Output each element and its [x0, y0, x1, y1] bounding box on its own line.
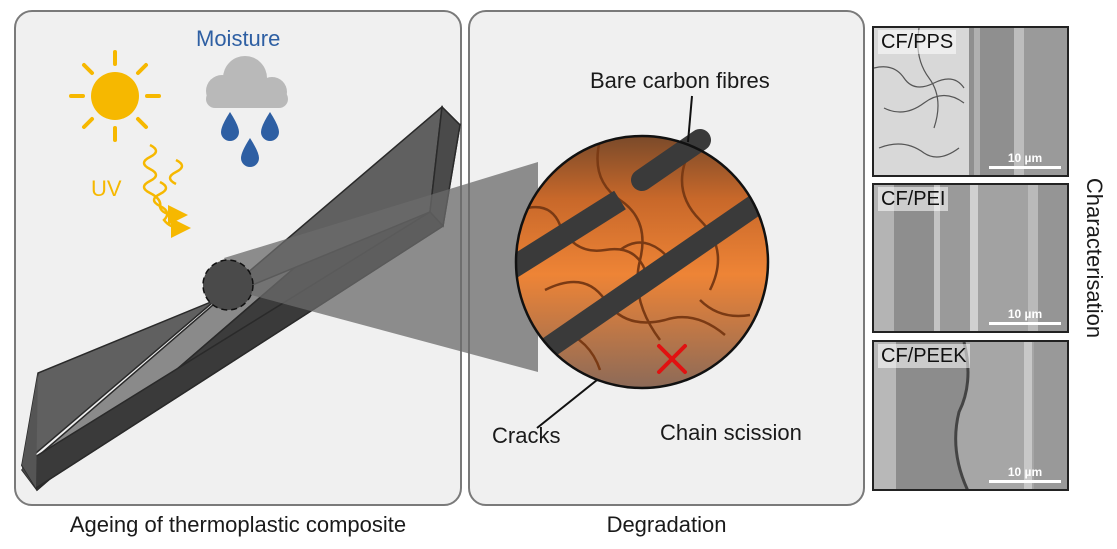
sem-label-peek: CF/PEEK: [878, 344, 970, 368]
chain-scission-label: Chain scission: [660, 420, 802, 445]
sem-label-pps: CF/PPS: [878, 30, 957, 54]
sem-image-pps: CF/PPS 10 µm: [872, 26, 1069, 177]
scale-text-pps: 10 µm: [1007, 151, 1043, 165]
scale-bar-pei: 10 µm: [989, 307, 1061, 325]
sem-label-pei: CF/PEI: [878, 187, 949, 211]
ageing-caption: Ageing of thermoplastic composite: [69, 512, 407, 537]
scale-bar-peek: 10 µm: [989, 465, 1061, 483]
sem-image-pei: CF/PEI 10 µm: [872, 183, 1069, 333]
moisture-label: Moisture: [196, 26, 281, 51]
cloud-icon: [206, 56, 288, 108]
uv-label: UV: [91, 176, 122, 201]
cracks-leader: [536, 379, 598, 429]
degradation-caption: Degradation: [606, 512, 727, 537]
magnified-region: [514, 129, 770, 390]
scale-text-pei: 10 µm: [1007, 307, 1043, 321]
bare-fibres-label: Bare carbon fibres: [590, 68, 770, 93]
bare-fibres-leader: [687, 95, 693, 143]
scale-text-peek: 10 µm: [1007, 465, 1043, 479]
scission-x-icon: [657, 344, 687, 374]
characterisation-label: Characterisation: [1082, 177, 1107, 339]
scale-bar-pps: 10 µm: [989, 151, 1061, 169]
cracks-label: Cracks: [492, 423, 561, 448]
sem-image-peek: CF/PEEK 10 µm: [872, 340, 1069, 491]
raindrop-icon: [221, 112, 279, 167]
sun-icon: [69, 50, 161, 142]
zoom-spot: [202, 259, 254, 311]
uv-wave-icon: [142, 143, 191, 238]
zoom-projection: [224, 162, 538, 372]
